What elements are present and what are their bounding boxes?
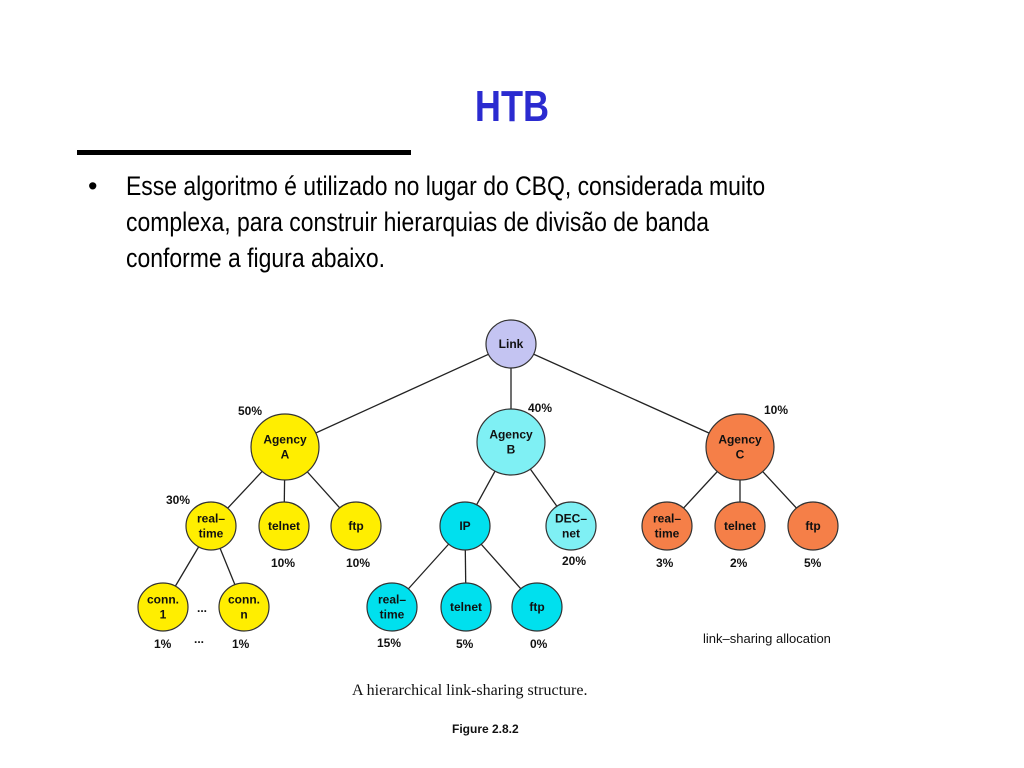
node-label-agency-c: Agency xyxy=(718,433,762,447)
node-a-connn: conn.n 1% xyxy=(218,582,270,651)
node-label-b-decnet: DEC– xyxy=(555,512,587,526)
node-label-link: Link xyxy=(499,337,524,351)
edge-link-to-agency-a xyxy=(284,343,512,448)
ellipsis-between-conns: ... xyxy=(197,601,207,615)
node-a-realtime: real–time 30% xyxy=(166,493,237,551)
share-label-agency-c: 10% xyxy=(764,403,788,417)
node-label-b-ftp: ftp xyxy=(529,600,544,614)
node-label-agency-a: Agency xyxy=(263,433,307,447)
edge-link-to-agency-c xyxy=(510,343,741,448)
node-circle-b-telnet xyxy=(440,582,492,632)
node-label-agency-b: B xyxy=(507,443,516,457)
node-label-a-ftp: ftp xyxy=(348,519,363,533)
node-label-c-ftp: ftp xyxy=(805,519,820,533)
node-b-realtime: real–time 15% xyxy=(366,582,418,650)
share-label-a-telnet: 10% xyxy=(271,556,295,570)
title-underline xyxy=(77,150,411,155)
node-b-telnet: telnet 5% xyxy=(440,582,492,651)
node-circle-b-realtime xyxy=(366,582,418,632)
node-c-ftp: ftp 5% xyxy=(787,501,839,570)
node-b-ip: IP xyxy=(439,501,491,551)
share-label-b-realtime: 15% xyxy=(377,636,401,650)
node-circle-agency-b xyxy=(476,408,546,476)
share-label-c-ftp: 5% xyxy=(804,556,822,570)
node-label-a-realtime: time xyxy=(199,527,224,541)
node-label-a-connn: n xyxy=(240,608,247,622)
node-label-a-telnet: telnet xyxy=(268,519,300,533)
share-label-b-decnet: 20% xyxy=(562,554,586,568)
share-label-a-ftp: 10% xyxy=(346,556,370,570)
node-label-a-conn1: conn. xyxy=(147,593,179,607)
node-circle-a-connn xyxy=(218,582,270,632)
node-label-agency-c: C xyxy=(736,448,745,462)
node-label-b-realtime: real– xyxy=(378,593,406,607)
node-label-c-telnet: telnet xyxy=(724,519,756,533)
node-circle-agency-a xyxy=(250,413,320,481)
diagram-nodes: LinkAgencyA50%AgencyB40%AgencyC10%real–t… xyxy=(137,319,839,651)
share-label-agency-b: 40% xyxy=(528,401,552,415)
node-label-agency-b: Agency xyxy=(489,428,533,442)
diagram-edges xyxy=(162,343,814,608)
node-circle-agency-c xyxy=(705,413,775,481)
share-label-a-connn: 1% xyxy=(232,637,250,651)
node-a-telnet: telnet 10% xyxy=(258,501,310,570)
node-label-b-realtime: time xyxy=(380,608,405,622)
node-a-conn1: conn.1 1% xyxy=(137,582,189,651)
node-label-agency-a: A xyxy=(281,448,290,462)
node-label-a-conn1: 1 xyxy=(160,608,167,622)
ellipsis-between-shares: ... xyxy=(194,632,204,646)
share-label-agency-a: 50% xyxy=(238,404,262,418)
share-label-a-realtime: 30% xyxy=(166,493,190,507)
node-link: Link xyxy=(485,319,537,369)
node-label-b-telnet: telnet xyxy=(450,600,482,614)
node-label-c-realtime: time xyxy=(655,527,680,541)
figure-caption: A hierarchical link-sharing structure. xyxy=(352,682,587,699)
node-circle-a-realtime xyxy=(185,501,237,551)
bullet-marker: • xyxy=(88,171,98,201)
node-circle-a-conn1 xyxy=(137,582,189,632)
node-label-a-realtime: real– xyxy=(197,512,225,526)
node-a-ftp: ftp 10% xyxy=(330,501,382,570)
bullet-line-2: complexa, para construir hierarquias de … xyxy=(126,207,710,237)
share-label-c-realtime: 3% xyxy=(656,556,674,570)
share-label-b-ftp: 0% xyxy=(530,637,548,651)
node-circle-c-ftp xyxy=(787,501,839,551)
node-circle-link xyxy=(485,319,537,369)
legend-link-sharing-allocation: link–sharing allocation xyxy=(703,631,831,646)
slide-title: HTB xyxy=(474,82,550,131)
node-label-a-connn: conn. xyxy=(228,593,260,607)
node-circle-b-ftp xyxy=(511,582,563,632)
bullet-text: Esse algoritmo é utilizado no lugar do C… xyxy=(126,168,976,276)
node-label-c-realtime: real– xyxy=(653,512,681,526)
bullet-line-1: Esse algoritmo é utilizado no lugar do C… xyxy=(126,171,766,201)
node-c-telnet: telnet 2% xyxy=(714,501,766,570)
node-circle-a-telnet xyxy=(258,501,310,551)
node-circle-c-telnet xyxy=(714,501,766,551)
node-label-b-decnet: net xyxy=(562,527,580,541)
share-label-b-telnet: 5% xyxy=(456,637,474,651)
node-circle-b-ip xyxy=(439,501,491,551)
share-label-c-telnet: 2% xyxy=(730,556,748,570)
node-circle-b-decnet xyxy=(545,501,597,551)
figure-number: Figure 2.8.2 xyxy=(452,722,519,736)
node-b-decnet: DEC–net 20% xyxy=(545,501,597,568)
node-c-realtime: real–time 3% xyxy=(641,501,693,570)
node-circle-c-realtime xyxy=(641,501,693,551)
bullet-line-3: conforme a figura abaixo. xyxy=(126,243,385,273)
node-circle-a-ftp xyxy=(330,501,382,551)
node-label-b-ip: IP xyxy=(459,519,470,533)
share-label-a-conn1: 1% xyxy=(154,637,172,651)
node-b-ftp: ftp 0% xyxy=(511,582,563,651)
